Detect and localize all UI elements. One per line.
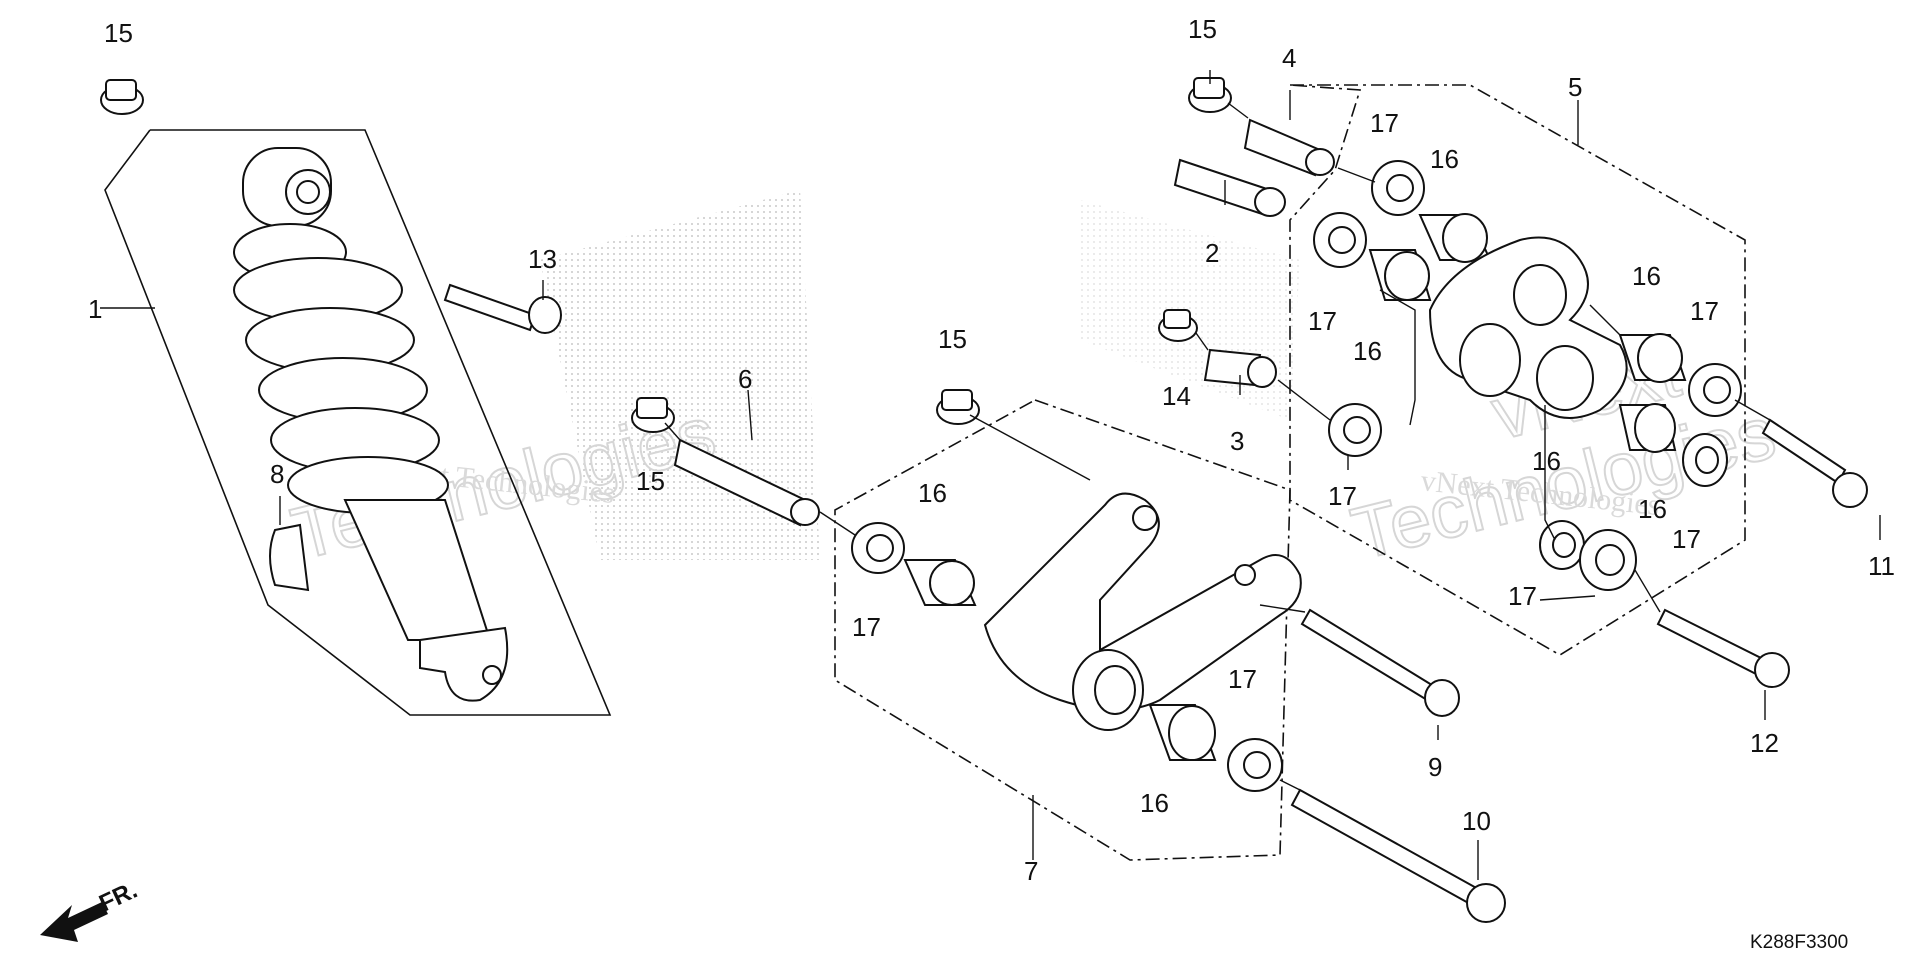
- callout-16-g[interactable]: 16: [1638, 494, 1667, 524]
- callout-13[interactable]: 13: [528, 244, 557, 274]
- callout-1[interactable]: 1: [88, 294, 102, 324]
- callout-5[interactable]: 5: [1568, 72, 1582, 102]
- callout-17-b[interactable]: 17: [1228, 664, 1257, 694]
- flange-nut-3: [936, 389, 980, 425]
- callout-9[interactable]: 9: [1428, 752, 1442, 782]
- needle-bearing-3: [1418, 213, 1492, 263]
- reference-code: K288F3300: [1750, 932, 1848, 953]
- cushion-arm: [1428, 236, 1628, 419]
- rear-shock-absorber: [233, 147, 509, 702]
- cushion-connecting-rod: [983, 492, 1302, 731]
- callout-15-link[interactable]: 15: [938, 324, 967, 354]
- callout-14[interactable]: 14: [1162, 381, 1191, 411]
- axis-lines: [664, 102, 1771, 791]
- callout-10[interactable]: 10: [1462, 806, 1491, 836]
- needle-bearing-5: [1618, 333, 1687, 383]
- collar-3: [1203, 348, 1277, 388]
- callout-12[interactable]: 12: [1750, 728, 1779, 758]
- callout-15-top-left[interactable]: 15: [104, 18, 133, 48]
- arm-hole-top: [1513, 264, 1567, 326]
- oil-seal-5: [1328, 403, 1382, 457]
- callout-17-f[interactable]: 17: [1690, 296, 1719, 326]
- leader-lines: [100, 70, 1881, 880]
- collar-2: [1173, 158, 1286, 217]
- callout-11[interactable]: 11: [1868, 551, 1895, 581]
- oil-seal-9: [1579, 529, 1637, 591]
- callout-17-e[interactable]: 17: [1328, 481, 1357, 511]
- needle-bearing-2: [1148, 704, 1217, 761]
- callout-17-a[interactable]: 17: [852, 612, 881, 642]
- callout-17-g[interactable]: 17: [1672, 524, 1701, 554]
- bolt-12: [1656, 608, 1790, 688]
- callout-16-f[interactable]: 16: [1532, 446, 1561, 476]
- link-hole-lower: [1094, 665, 1136, 715]
- shock-lower-mount: [419, 626, 509, 702]
- link-hole-upper: [1132, 505, 1158, 531]
- callout-15-middle[interactable]: 15: [636, 466, 665, 496]
- needle-bearing-6: [1618, 403, 1677, 453]
- shock-top-hole: [296, 180, 320, 204]
- flange-nut-2: [631, 397, 675, 433]
- callout-16-c[interactable]: 16: [1430, 144, 1459, 174]
- callout-16-a[interactable]: 16: [918, 478, 947, 508]
- callout-17-c[interactable]: 17: [1370, 108, 1399, 138]
- oil-seal-6: [1688, 363, 1742, 417]
- bolt-13: [443, 283, 562, 334]
- cushion-arm-boundary: [1289, 84, 1746, 656]
- oil-seal-2: [1227, 738, 1283, 792]
- callout-16-b[interactable]: 16: [1140, 788, 1169, 818]
- callout-2[interactable]: 2: [1205, 238, 1219, 268]
- collar-4: [1243, 118, 1335, 177]
- needle-bearing-4: [1368, 249, 1432, 301]
- assembly-boundaries: [104, 84, 1746, 861]
- front-direction-arrow: FR.: [40, 877, 142, 942]
- flange-nut-14: [1158, 309, 1198, 342]
- oil-seal-1: [851, 522, 905, 574]
- arm-body: [1428, 236, 1628, 419]
- oil-seal-7: [1682, 433, 1728, 487]
- shock-assembly-boundary: [104, 129, 612, 716]
- link-body: [983, 492, 1302, 711]
- caution-label-part: [269, 523, 310, 592]
- callout-16-d[interactable]: 16: [1353, 336, 1382, 366]
- oil-seal-4: [1313, 212, 1367, 268]
- bolt-9: [1300, 608, 1460, 717]
- callout-17-h[interactable]: 17: [1508, 581, 1537, 611]
- collar-6: [673, 438, 820, 527]
- callout-15-top-right[interactable]: 15: [1188, 14, 1217, 44]
- arm-hole-left: [1459, 323, 1521, 397]
- arm-hole-right: [1536, 345, 1594, 411]
- bolt-10: [1290, 788, 1506, 923]
- callout-7[interactable]: 7: [1024, 856, 1038, 886]
- flange-nut-1: [100, 79, 144, 115]
- bolt-11: [1761, 418, 1868, 508]
- callout-6[interactable]: 6: [738, 364, 752, 394]
- callout-labels: 1 2 3 4 5 6 7 8 9 10 11 12 13 14 15 15 1…: [88, 14, 1895, 886]
- callout-8[interactable]: 8: [270, 459, 284, 489]
- oil-seal-8: [1539, 520, 1585, 570]
- callout-3[interactable]: 3: [1230, 426, 1244, 456]
- link-hole-right: [1234, 564, 1256, 586]
- callout-16-e[interactable]: 16: [1632, 261, 1661, 291]
- shock-lower-hole: [482, 665, 502, 685]
- callout-4[interactable]: 4: [1282, 43, 1296, 73]
- flange-nut-4: [1188, 77, 1232, 113]
- oil-seal-3: [1371, 160, 1425, 216]
- needle-bearing-1: [903, 559, 977, 606]
- callout-17-d[interactable]: 17: [1308, 306, 1337, 336]
- direction-arrow-icon: [40, 902, 108, 942]
